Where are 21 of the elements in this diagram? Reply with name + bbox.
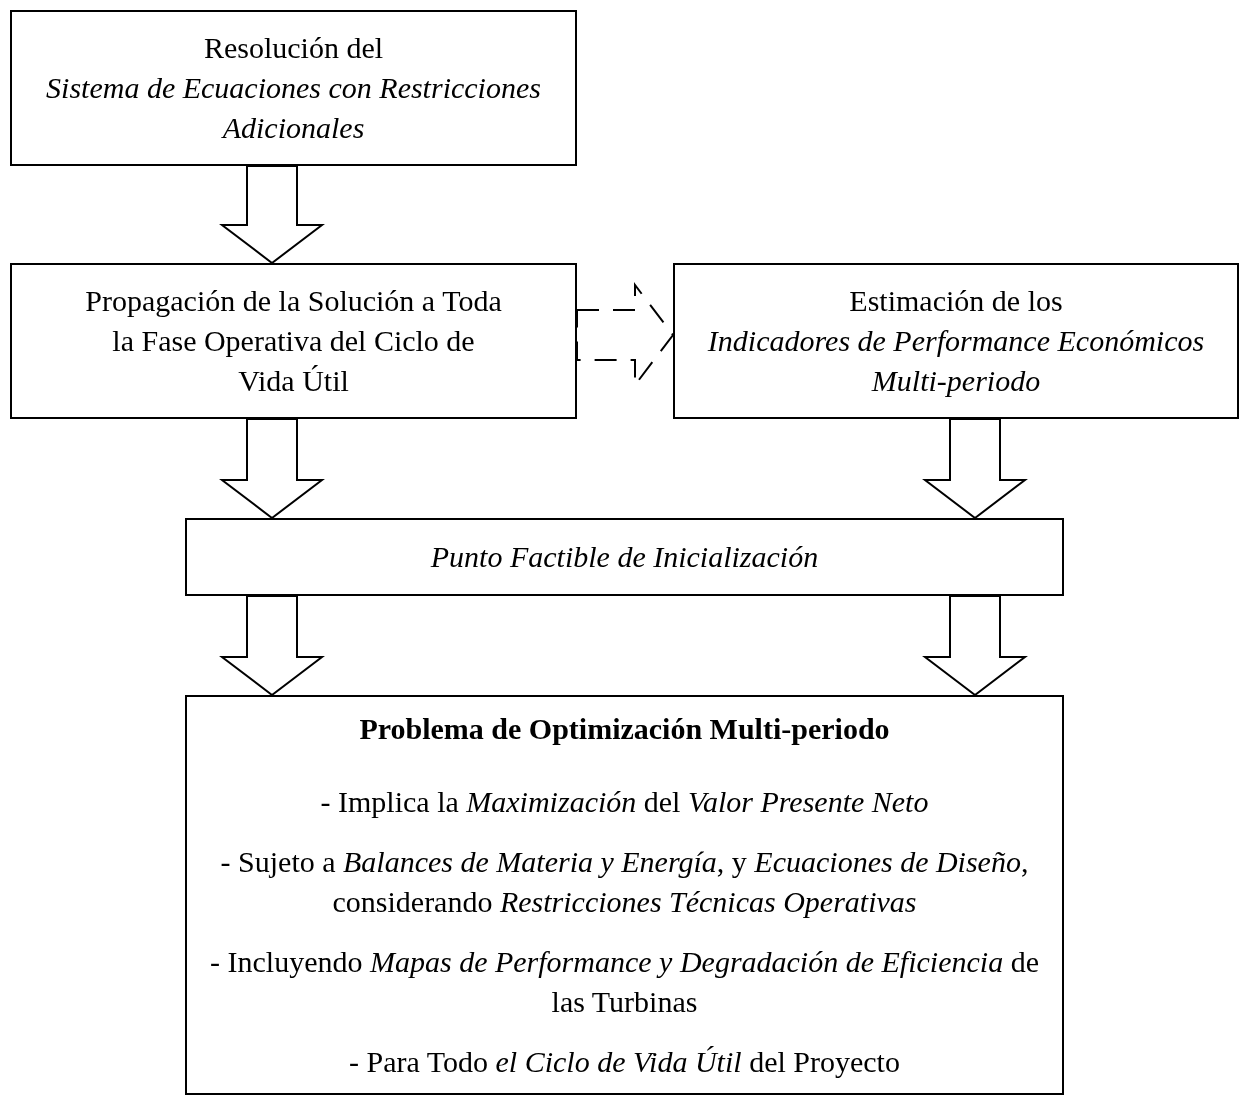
process-box bbox=[10, 263, 577, 419]
box-text: - Para Todo el Ciclo de Vida Útil del Proyecto bbox=[349, 1044, 900, 1080]
box-text: Estimación de los bbox=[849, 283, 1063, 319]
block-arrow bbox=[922, 595, 1028, 697]
box-text: Indicadores de Performance Económicos Multi-periodo bbox=[706, 323, 1206, 399]
box-text: - Incluyendo Mapas de Performance y Degradación de Eficiencia de las Turbinas bbox=[209, 944, 1040, 1020]
box-text: - Sujeto a Balances de Materia y Energía, y Ecuaciones de Diseño, considerando Restricciones Técnicas Operativas bbox=[219, 844, 1030, 920]
box-text: Propagación de la Solución a Toda la Fase Operativa del Ciclo de Vida Útil bbox=[84, 283, 503, 399]
box-text: Resolución del bbox=[203, 30, 384, 66]
box-text: Sistema de Ecuaciones con Restricciones Adicionales bbox=[45, 70, 542, 146]
block-arrow bbox=[219, 165, 325, 265]
block-arrow bbox=[219, 418, 325, 520]
process-box bbox=[185, 518, 1064, 596]
box-text: - Implica la Maximización del Valor Presente Neto bbox=[320, 784, 929, 820]
box-text: Punto Factible de Inicialización bbox=[430, 539, 819, 575]
process-box bbox=[673, 263, 1239, 419]
process-box bbox=[10, 10, 577, 166]
block-arrow bbox=[922, 418, 1028, 520]
box-heading: Problema de Optimización Multi-periodo bbox=[359, 711, 890, 747]
block-arrow bbox=[219, 595, 325, 697]
process-box bbox=[185, 695, 1064, 1095]
